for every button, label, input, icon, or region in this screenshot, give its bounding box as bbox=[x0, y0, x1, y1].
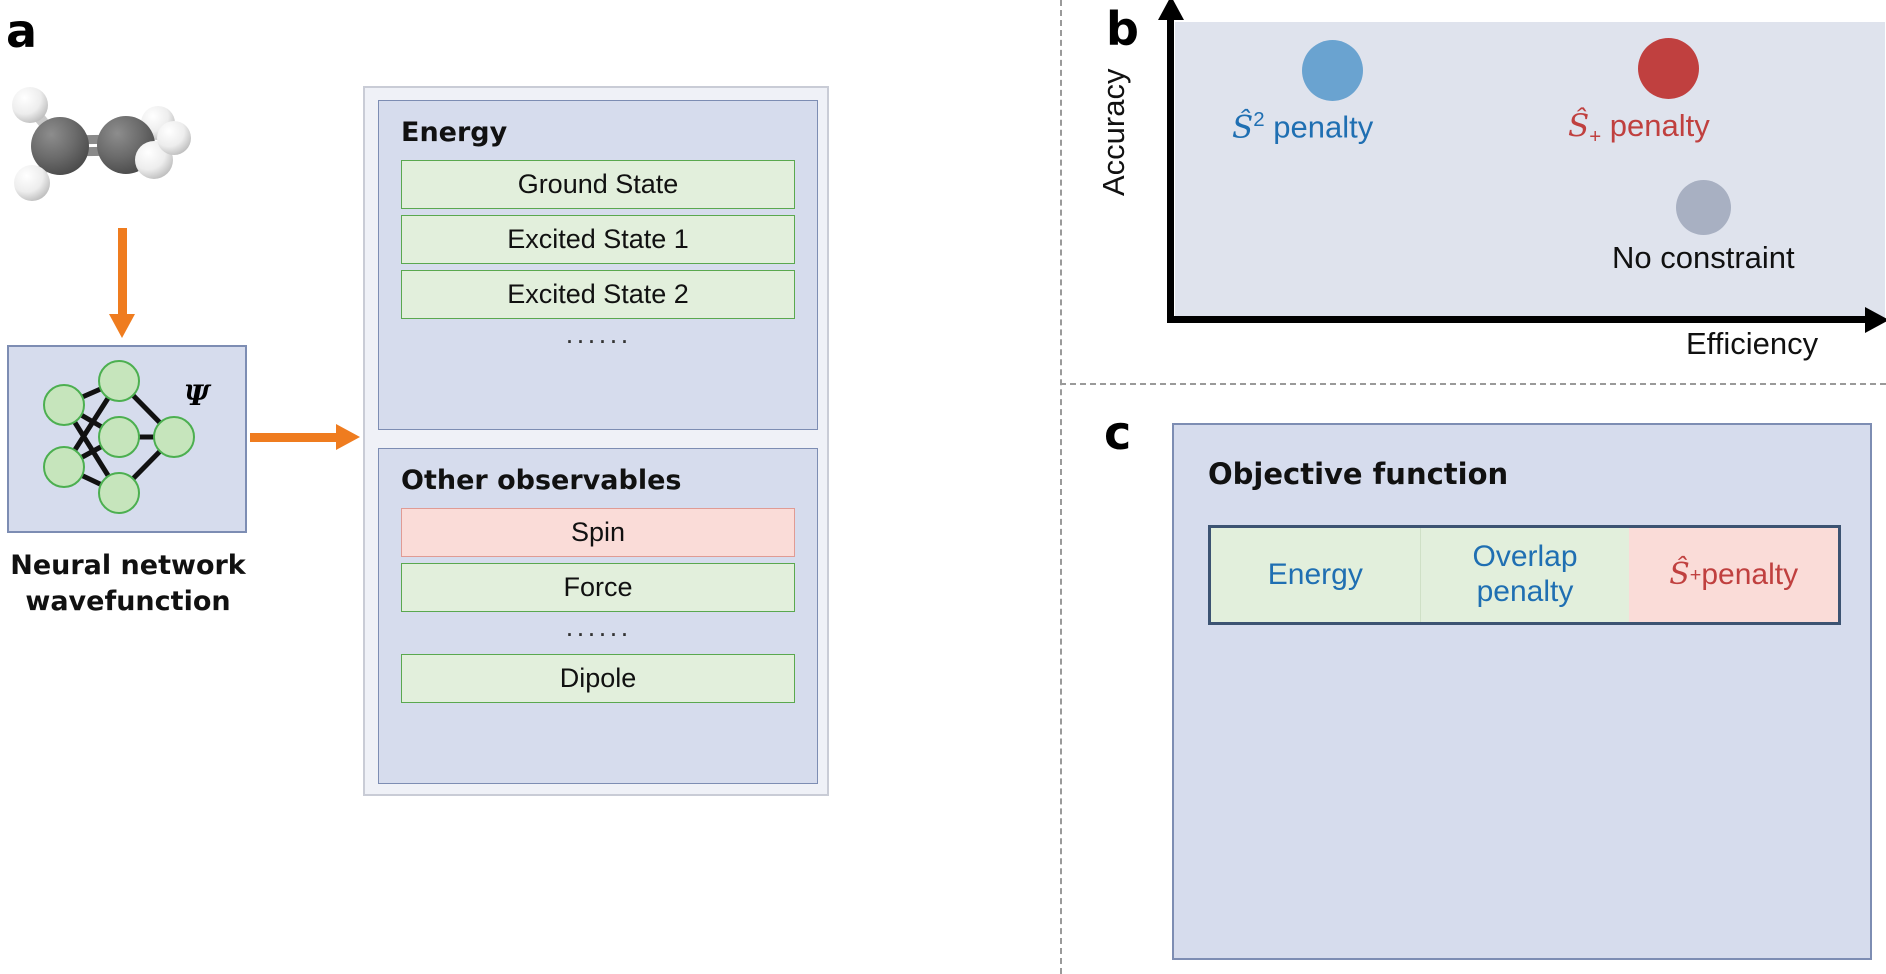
accuracy-efficiency-plot-area bbox=[1175, 22, 1885, 319]
label-s2-penalty: Ŝ2 penalty bbox=[1232, 108, 1374, 146]
results-outer-frame: Energy Ground State Excited State 1 Exci… bbox=[363, 86, 829, 796]
label-no-constraint: No constraint bbox=[1612, 240, 1795, 275]
panel-letter-c: c bbox=[1104, 406, 1132, 460]
observable-item-dipole[interactable]: Dipole bbox=[401, 654, 795, 703]
objective-function-title: Objective function bbox=[1208, 457, 1509, 491]
efficiency-axis-line bbox=[1167, 306, 1886, 333]
bubble-s2-penalty bbox=[1302, 40, 1363, 101]
energy-item-excited-state-1[interactable]: Excited State 1 bbox=[401, 215, 795, 264]
objective-term-energy[interactable]: Energy bbox=[1211, 528, 1420, 622]
bubble-splus-penalty bbox=[1638, 38, 1699, 99]
ethylene-molecule-image bbox=[8, 60, 258, 240]
accuracy-axis-label: Accuracy bbox=[1096, 68, 1131, 196]
psi-symbol-label: Ψ bbox=[184, 379, 210, 412]
panel-letter-b: b bbox=[1106, 2, 1139, 56]
observables-panel-title: Other observables bbox=[401, 465, 682, 496]
neural-network-graph-icon bbox=[43, 360, 195, 514]
energy-panel: Energy Ground State Excited State 1 Exci… bbox=[378, 100, 818, 430]
arrow-down-to-network bbox=[109, 228, 135, 338]
efficiency-axis-label: Efficiency bbox=[1686, 326, 1819, 361]
neural-network-box: Ψ bbox=[7, 345, 247, 533]
horizontal-dashed-separator bbox=[1060, 383, 1886, 385]
observable-item-spin[interactable]: Spin bbox=[401, 508, 795, 557]
accuracy-axis-line bbox=[1157, 0, 1184, 322]
energy-panel-ellipsis: ······ bbox=[565, 325, 631, 355]
label-splus-penalty: Ŝ+ penalty bbox=[1568, 108, 1710, 149]
objective-term-splus-penalty[interactable]: Ŝ+ penalty bbox=[1629, 528, 1839, 622]
vertical-dashed-separator bbox=[1060, 0, 1062, 974]
nn-caption-line1: Neural network bbox=[10, 550, 246, 581]
energy-item-excited-state-2[interactable]: Excited State 2 bbox=[401, 270, 795, 319]
neural-network-caption: Neural network wavefunction bbox=[0, 548, 256, 620]
arrow-right-to-results bbox=[250, 424, 360, 450]
observable-item-force[interactable]: Force bbox=[401, 563, 795, 612]
panel-letter-a: a bbox=[6, 4, 38, 58]
energy-panel-title: Energy bbox=[401, 117, 508, 148]
energy-item-ground-state[interactable]: Ground State bbox=[401, 160, 795, 209]
nn-caption-line2: wavefunction bbox=[25, 585, 231, 617]
observables-panel-ellipsis: ······ bbox=[565, 618, 631, 648]
other-observables-panel: Other observables Spin Force ······ Dipo… bbox=[378, 448, 818, 784]
bubble-no-constraint bbox=[1676, 180, 1731, 235]
